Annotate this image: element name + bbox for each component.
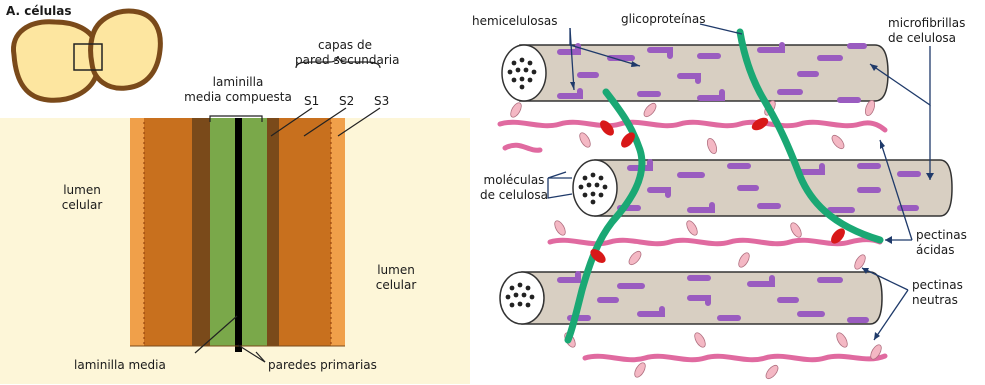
label-glicoproteinas: glicoproteínas [621,12,706,27]
label-microfibrillas: microfibrillas de celulosa [888,16,965,46]
label-pectinas-acidas: pectinas ácidas [916,228,967,258]
label-pectinas-neutras: pectinas neutras [912,278,963,308]
label-hemicelulosas: hemicelulosas [472,14,557,29]
label-moleculas-celulosa: moléculas de celulosa [474,173,554,203]
